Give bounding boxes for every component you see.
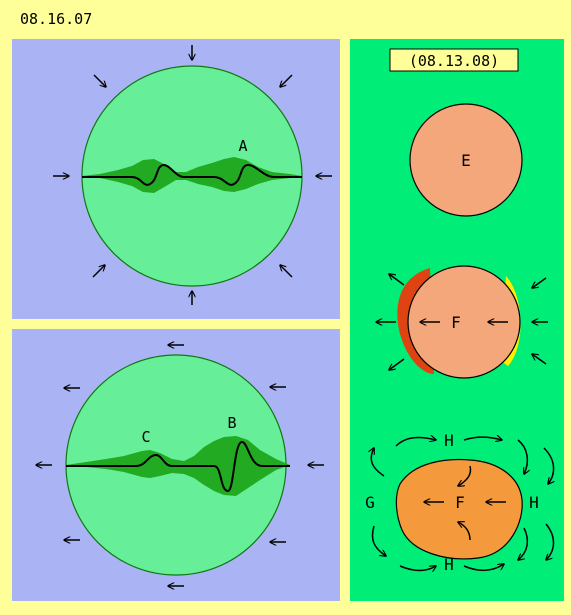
orb-f-group: F: [376, 265, 548, 379]
arrow-down-left-icon: [389, 358, 405, 370]
label-h-right: H: [529, 493, 539, 512]
orb-f: [407, 265, 521, 379]
curved-arrow-icon: [395, 438, 436, 447]
polarity-line-top: [82, 163, 302, 186]
label-a: A: [238, 137, 247, 155]
header-date: 08.16.07: [20, 10, 92, 28]
polarity-line-bottom: [66, 440, 290, 493]
curved-arrow-icon: [517, 439, 527, 474]
arrow-up-right-icon: [92, 265, 105, 278]
westward-arrows: [36, 345, 324, 586]
swirl-arrow-icon: [458, 522, 471, 541]
panel-right: (08.13.08) E F F H H: [350, 39, 564, 601]
label-f-top: F: [451, 313, 461, 332]
panel-top-left: A: [12, 39, 340, 319]
orb-e: [409, 103, 523, 217]
label-h-top: H: [444, 431, 454, 450]
flow-arrows: [371, 437, 553, 571]
curved-arrow-icon: [399, 566, 436, 571]
curved-arrow-icon: [518, 527, 529, 560]
panel-bottom-left: C B: [12, 329, 340, 601]
curved-arrow-icon: [543, 447, 554, 484]
label-c: C: [141, 428, 150, 446]
swirl-arrow-icon: [458, 465, 472, 486]
inflow-arrows-top: [53, 45, 332, 305]
label-b: B: [227, 414, 236, 432]
curved-arrow-icon: [463, 437, 502, 440]
curved-arrow-icon: [371, 525, 387, 556]
orb-deformed-group: F H H H G: [365, 431, 553, 574]
right-date: (08.13.08): [409, 52, 499, 70]
right-date-box: [389, 48, 519, 72]
orb-deformed: [395, 458, 523, 560]
label-h-bottom: H: [444, 555, 454, 574]
label-f-bottom: F: [455, 493, 465, 512]
arrow-down-right-icon: [93, 74, 106, 87]
arrow-down-left-icon: [532, 277, 547, 288]
arrow-up-left-icon: [532, 354, 547, 365]
arrow-up-left-icon: [389, 274, 405, 286]
label-g: G: [365, 493, 375, 512]
arrow-down-left-icon: [280, 74, 293, 87]
curved-arrow-icon: [463, 564, 504, 571]
arrow-up-left-icon: [280, 265, 293, 278]
curved-arrow-icon: [546, 523, 555, 560]
label-e: E: [461, 151, 471, 170]
curved-arrow-icon: [371, 448, 385, 477]
